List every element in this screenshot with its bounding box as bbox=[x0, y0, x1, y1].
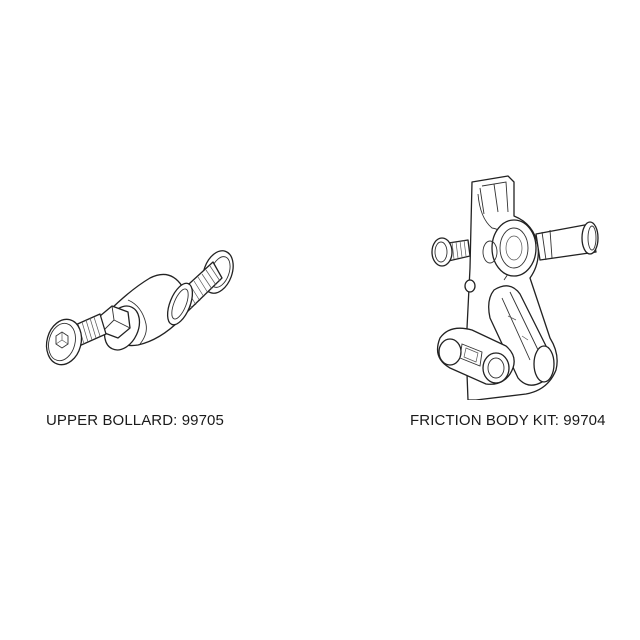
upper-bollard-drawing bbox=[30, 220, 260, 380]
friction-body-kit-drawing bbox=[410, 168, 620, 401]
bolt-spacer-assembly-icon bbox=[45, 250, 234, 366]
upper-bollard-caption: UPPER BOLLARD: 99705 bbox=[46, 412, 224, 429]
friction-body-assembly-icon bbox=[431, 175, 599, 401]
friction-body-kit-caption: FRICTION BODY KIT: 99704 bbox=[410, 412, 606, 429]
